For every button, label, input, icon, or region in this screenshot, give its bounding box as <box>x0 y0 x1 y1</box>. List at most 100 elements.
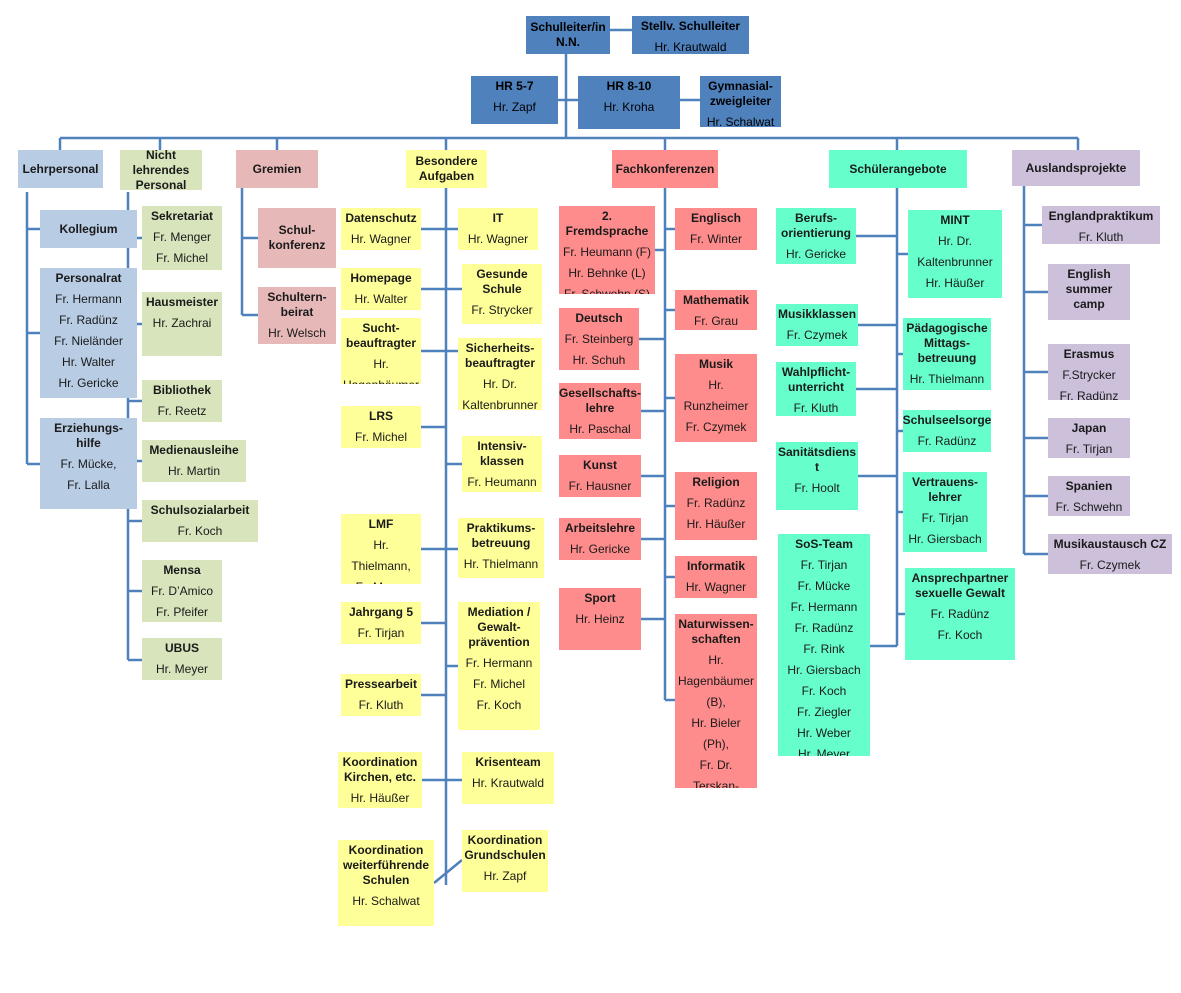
box-koordination-kirchen: Koordination Kirchen, etc. Hr. Häußer <box>338 752 422 808</box>
box-schulelternbeirat-person: Hr. Welsch <box>268 326 326 340</box>
box-berufsorientierung-title: Berufs- orientierung <box>780 211 851 240</box>
box-sanitaetsdienst-person: Fr. Hoolt <box>794 481 840 495</box>
header-gremien-title: Gremien <box>252 161 302 176</box>
box-gesunde-schule-title: Gesunde Schule <box>476 267 528 296</box>
box-hausmeister-title: Hausmeister <box>145 295 219 309</box>
box-musikaustausch-cz-title: Musikaustausch CZ <box>1053 537 1167 551</box>
box-medienausleihe-title: Medienausleihe <box>149 443 239 457</box>
box-mathematik-title: Mathematik <box>682 293 750 307</box>
box-pressearbeit-title: Pressearbeit <box>344 677 418 691</box>
box-musikaustausch-cz-person: Fr. Czymek <box>1079 558 1141 572</box>
box-koordination-kirchen-title: Koordination Kirchen, etc. <box>342 755 418 784</box>
box-musik-title: Musik <box>698 357 733 371</box>
box-jahrgang-5-person: Fr. Tirjan <box>357 626 405 640</box>
header-schuelerangebote: Schülerangebote <box>829 150 967 188</box>
box-schulkonferenz-title: Schul- konferenz <box>268 223 326 252</box>
box-religion-person: Fr. Radünz Hr. Häußer <box>686 496 746 531</box>
box-krisenteam-person: Hr. Krautwald <box>471 776 545 790</box>
box-koordination-kirchen-person: Hr. Häußer <box>350 791 410 805</box>
box-english-summer-camp-title: English summer camp <box>1065 267 1113 311</box>
box-mensa-person: Fr. D’Amico Fr. Pfeifer <box>150 584 213 619</box>
box-englandpraktikum-person: Fr. Kluth <box>1078 230 1124 244</box>
box-gesellschaftslehre-person: Hr. Paschal <box>569 422 631 436</box>
box-intensivklassen-title: Intensiv- klassen <box>477 439 527 468</box>
box-intensivklassen-person: Fr. Heumann <box>467 475 537 489</box>
box-englisch-person: Fr. Winter <box>689 232 742 246</box>
box-kollegium: Kollegium <box>40 210 137 248</box>
box-paedagogische-mittagsbetreuung-title: Pädagogische Mittags- betreuung <box>906 321 988 365</box>
box-lmf: LMF Hr. Thielmann, Fr. Meyer <box>341 514 421 584</box>
header-auslandsprojekte: Auslandsprojekte <box>1012 150 1140 186</box>
box-schulleiter-title: Schulleiter/in N.N. <box>530 20 606 49</box>
box-schulseelsorge-person: Fr. Radünz <box>917 434 977 448</box>
box-mensa-title: Mensa <box>163 563 201 577</box>
box-naturwissenschaften-title: Naturwissen- schaften <box>678 617 754 646</box>
box-kunst-person: Fr. Hausner <box>568 479 632 493</box>
box-arbeitslehre-title: Arbeitslehre <box>564 521 636 535</box>
box-medienausleihe-person: Hr. Martin <box>167 464 220 478</box>
box-sport-title: Sport <box>584 591 616 605</box>
box-hr-8-10-person: Hr. Kroha <box>603 100 655 114</box>
box-mediation-title: Mediation / Gewalt- prävention <box>467 605 531 649</box>
box-spanien-person: Fr. Schwehn <box>1055 500 1123 514</box>
box-gesunde-schule-person: Fr. Strycker <box>471 303 533 317</box>
box-spanien-title: Spanien <box>1065 479 1113 493</box>
box-praktikumsbetreuung-person: Hr. Thielmann <box>463 557 539 571</box>
box-lmf-person: Hr. Thielmann, Fr. Meyer <box>351 538 411 584</box>
box-lrs-person: Fr. Michel <box>354 430 407 444</box>
box-berufsorientierung-person: Hr. Gericke <box>785 247 846 261</box>
header-nicht-lehrendes-personal: Nicht lehrendes Personal <box>120 150 202 190</box>
box-datenschutz-person: Hr. Wagner <box>350 232 412 246</box>
box-ansprechpartner-sexuelle-gewalt-title: Ansprechpartner sexuelle Gewalt <box>911 571 1009 600</box>
box-vertrauenslehrer-person: Fr. Tirjan Hr. Giersbach <box>908 511 982 546</box>
box-gesellschaftslehre-title: Gesellschafts- lehre <box>559 386 641 415</box>
box-sicherheitsbeauftragter-title: Sicherheits- beauftragter <box>464 341 535 370</box>
box-erasmus-person: F.Strycker Fr. Radünz <box>1059 368 1119 400</box>
box-ansprechpartner-sexuelle-gewalt-person: Fr. Radünz Fr. Koch <box>930 607 990 642</box>
box-wahlpflichtunterricht-title: Wahlpflicht- unterricht <box>781 365 851 394</box>
header-fachkonferenzen: Fachkonferenzen <box>612 150 718 188</box>
box-deutsch-title: Deutsch <box>575 311 623 325</box>
box-jahrgang-5-title: Jahrgang 5 <box>348 605 414 619</box>
box-erziehungshilfe-person: Fr. Mücke, Fr. Lalla <box>60 457 117 492</box>
box-sekretariat-title: Sekretariat <box>150 209 214 223</box>
box-lmf-title: LMF <box>368 517 394 531</box>
box-krisenteam-title: Krisenteam <box>475 755 541 769</box>
box-erasmus-title: Erasmus <box>1063 347 1115 361</box>
box-mediation-person: Fr. Hermann Fr. Michel Fr. Koch <box>465 656 533 712</box>
box-sport-person: Hr. Heinz <box>575 612 625 626</box>
box-personalrat-person: Fr. Hermann Fr. Radünz Fr. Nieländer Hr.… <box>54 292 123 390</box>
box-datenschutz-title: Datenschutz <box>345 211 417 225</box>
box-arbeitslehre-person: Hr. Gericke <box>569 542 630 556</box>
box-gymnasialzweigleiter-person: Hr. Schalwat <box>706 115 775 127</box>
